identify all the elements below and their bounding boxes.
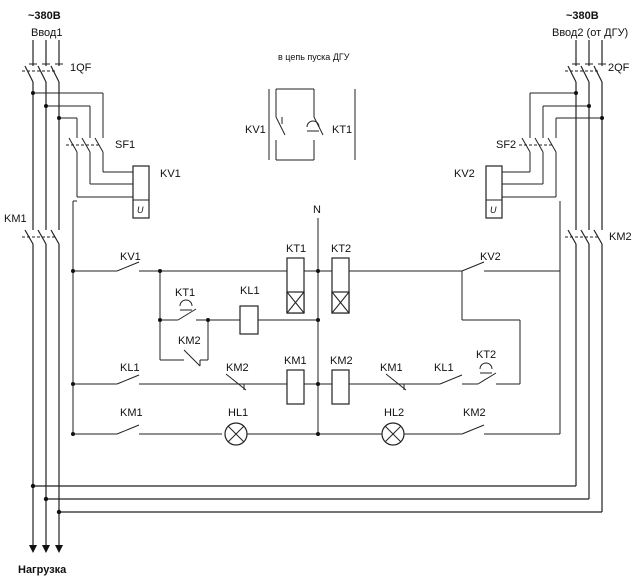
km2-label: KM2 [609,231,632,243]
km1-label: KM1 [4,213,27,225]
dgu-circuit-title: в цепь пуска ДГУ [278,52,350,62]
row1-kt1-label: KT1 [286,243,306,255]
row2-km2-label: KM2 [178,335,201,347]
control-row-3: KL1 KM2 KM1 KM2 KM1 KL1 KT2 [71,349,520,405]
left-voltage-label: ~380В [28,10,61,22]
switch-sf1: SF1 [66,137,135,198]
row1-kt2-label: KT2 [331,243,351,255]
row1-kv2-label: KV2 [480,251,501,263]
relay-kv2: U KV2 [454,165,503,219]
left-input: ~380В Ввод1 1QF [4,10,181,576]
left-sf1-taps [31,91,104,138]
dgu-kt1-label: KT1 [332,124,352,136]
right-input: ~380В Ввод2 (от ДГУ) 2QF [454,10,632,512]
row1-kv1-label: KV1 [120,251,141,263]
left-breaker-label: 1QF [70,62,92,74]
breaker-1qf [22,63,63,83]
row3-kl1-right-label: KL1 [434,362,454,374]
row3-km2-label: KM2 [226,362,249,374]
breaker-2qf [565,63,606,83]
row2-kl1-label: KL1 [240,285,260,297]
kv2-label: KV2 [454,168,475,180]
switch-sf2: SF2 [496,137,557,198]
row4-hl1-label: HL1 [228,407,248,419]
row3-kt2-label: KT2 [476,349,496,361]
left-phase-wires-top [32,40,60,66]
load-label: Нагрузка [18,564,67,576]
sf2-label: SF2 [496,139,516,151]
right-input-label: Ввод2 (от ДГУ) [552,27,628,39]
right-voltage-label: ~380В [566,10,599,22]
neutral-label: N [313,204,321,216]
row3-kl1-label: KL1 [120,362,140,374]
output-bus [30,483,602,515]
kv1-u-symbol: U [137,205,144,215]
dgu-kv1-label: KV1 [245,124,266,136]
dgu-start-circuit: в цепь пуска ДГУ KV1 KT1 [245,52,356,161]
row3-km1-interlock-label: KM1 [380,362,403,374]
row3-km1-label: KM1 [284,355,307,367]
kv2-u-symbol: U [490,205,497,215]
kv1-label: KV1 [160,168,181,180]
row2-kt1-label: KT1 [175,287,195,299]
right-breaker-label: 2QF [608,62,630,74]
contactor-km2: KM2 [565,229,632,512]
control-circuit: N KV1 KT1 KT2 KV2 [71,200,561,446]
load-arrows [29,545,63,553]
left-input-label: Ввод1 [31,27,62,39]
row3-km2-coil-label: KM2 [330,355,353,367]
right-phase-wires-top [575,40,603,66]
control-row-2: KT1 KL1 KM2 [158,285,320,367]
row4-hl2-label: HL2 [384,407,404,419]
row4-km2-label: KM2 [463,407,486,419]
relay-kv1: U KV1 [132,165,181,219]
sf1-label: SF1 [115,139,135,151]
right-sf2-taps [529,91,604,138]
control-row-1: KV1 KT1 KT2 KV2 [71,243,560,384]
row4-km1-label: KM1 [120,407,143,419]
control-row-4: KM1 HL1 HL2 KM2 [71,407,560,446]
